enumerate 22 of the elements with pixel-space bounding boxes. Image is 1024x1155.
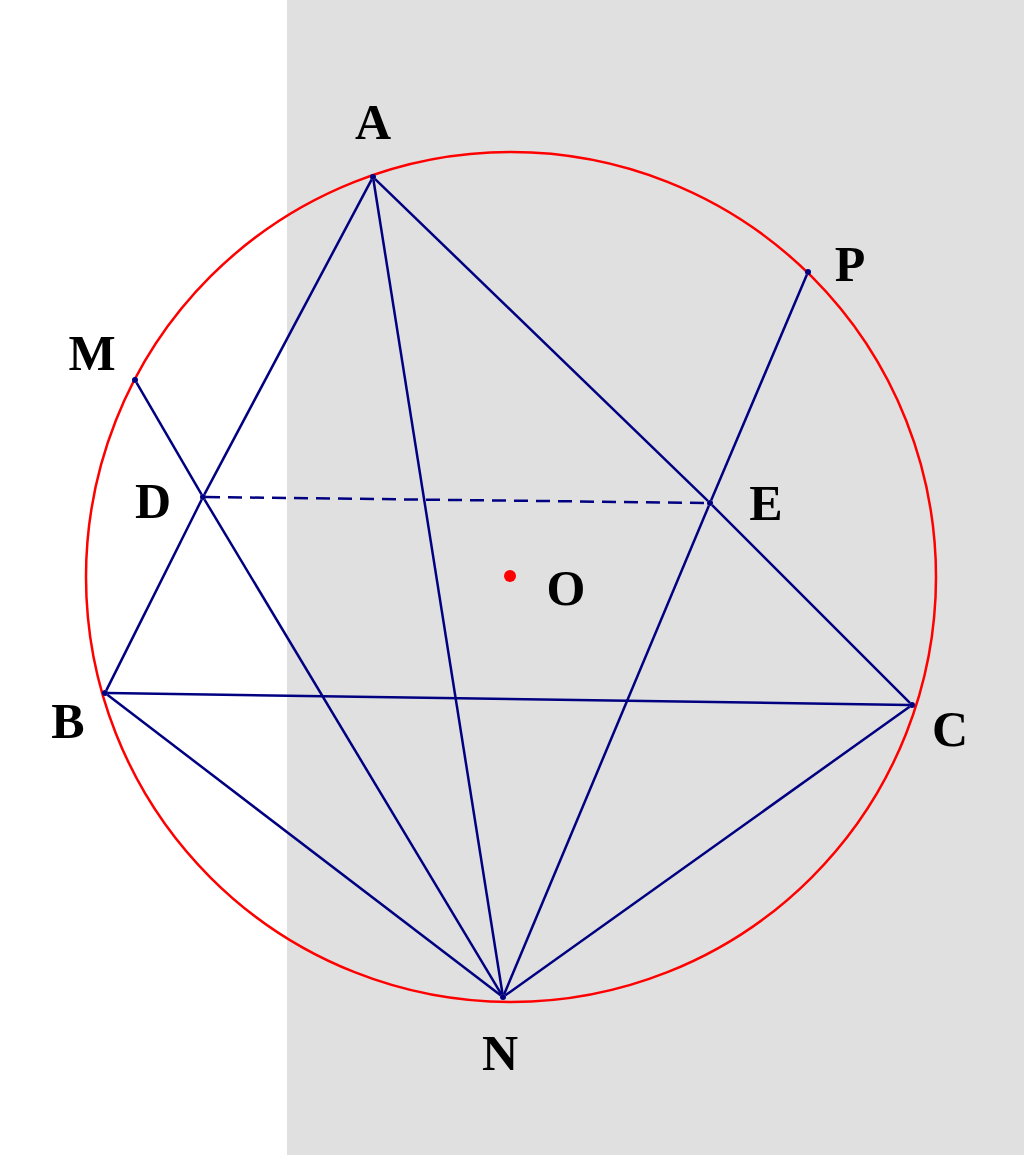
line-segment	[504, 705, 911, 997]
point-label: B	[51, 696, 85, 746]
line-segment	[108, 691, 909, 707]
line-segment	[203, 179, 373, 495]
point-label: O	[546, 563, 586, 613]
line-segment	[106, 693, 502, 997]
line-segment	[374, 178, 709, 502]
point-label: E	[749, 478, 783, 528]
point-label: A	[354, 97, 392, 147]
line-segment	[203, 498, 503, 996]
line-segment	[135, 381, 203, 496]
line-segment	[503, 505, 710, 995]
line-segment	[105, 499, 203, 691]
line-segment	[711, 504, 911, 704]
point-label: N	[481, 1028, 519, 1078]
line-segment	[710, 274, 808, 501]
point-label: M	[68, 328, 116, 378]
dashed-segment	[206, 495, 707, 505]
point-label: D	[134, 476, 172, 526]
point-label: C	[931, 704, 969, 754]
line-segment	[372, 179, 504, 995]
point-label: P	[834, 239, 866, 289]
